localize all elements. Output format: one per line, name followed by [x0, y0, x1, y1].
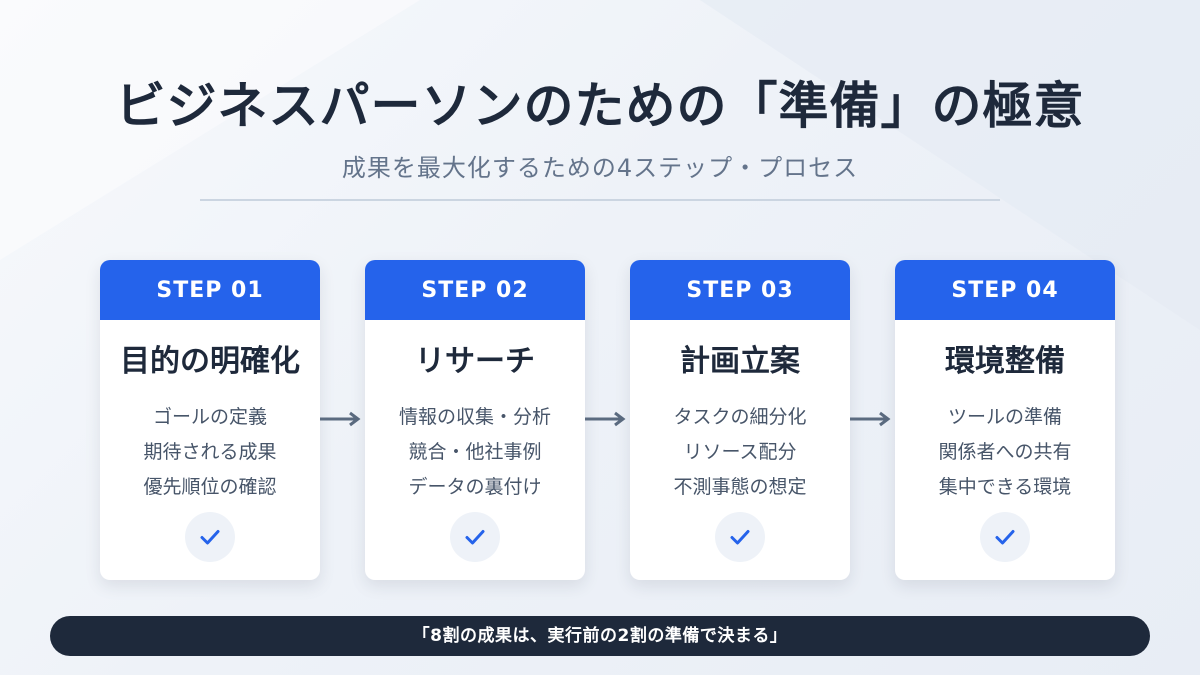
footer-quote-banner: 「8割の成果は、実行前の2割の準備で決まる」 [50, 616, 1150, 656]
step-items: ツールの準備 関係者への共有 集中できる環境 [895, 400, 1115, 505]
step-item: リソース配分 [683, 441, 797, 463]
step-item: 期待される成果 [143, 441, 277, 463]
step-item: 関係者への共有 [938, 441, 1072, 463]
step-label: STEP 03 [630, 260, 850, 320]
step-label: STEP 01 [100, 260, 320, 320]
step-title: 環境整備 [945, 344, 1065, 379]
step-item: ゴールの定義 [152, 406, 267, 428]
step-title: 計画立案 [680, 344, 800, 379]
check-badge [450, 512, 500, 562]
divider [200, 199, 1000, 201]
step-card-02: STEP 02 リサーチ 情報の収集・分析 競合・他社事例 データの裏付け [365, 260, 585, 580]
step-card-01: STEP 01 目的の明確化 ゴールの定義 期待される成果 優先順位の確認 [100, 260, 320, 580]
step-label: STEP 04 [895, 260, 1115, 320]
check-icon [995, 530, 1015, 545]
arrow-right-icon [585, 411, 626, 427]
check-icon [200, 530, 220, 545]
arrow-right-icon [320, 411, 361, 427]
step-item: 情報の収集・分析 [398, 406, 551, 428]
page-title: ビジネスパーソンのための「準備」の極意 [115, 77, 1085, 135]
step-items: 情報の収集・分析 競合・他社事例 データの裏付け [365, 400, 585, 505]
check-badge [715, 512, 765, 562]
check-icon [465, 530, 485, 545]
check-icon [730, 530, 750, 545]
step-title: リサーチ [415, 344, 535, 379]
check-badge [980, 512, 1030, 562]
step-item: 競合・他社事例 [408, 441, 542, 463]
step-item: 集中できる環境 [938, 476, 1072, 498]
arrow-right-icon [850, 411, 891, 427]
step-item: ツールの準備 [947, 406, 1062, 428]
step-item: データの裏付け [408, 476, 542, 498]
step-items: ゴールの定義 期待される成果 優先順位の確認 [100, 400, 320, 505]
step-label: STEP 02 [365, 260, 585, 320]
step-item: 優先順位の確認 [143, 476, 277, 498]
step-title: 目的の明確化 [120, 344, 300, 379]
step-items: タスクの細分化 リソース配分 不測事態の想定 [630, 400, 850, 505]
step-item: 不測事態の想定 [673, 476, 807, 498]
step-item: タスクの細分化 [673, 406, 807, 428]
check-badge [185, 512, 235, 562]
step-card-04: STEP 04 環境整備 ツールの準備 関係者への共有 集中できる環境 [895, 260, 1115, 580]
page-subtitle: 成果を最大化するための4ステップ・プロセス [341, 154, 859, 182]
step-card-03: STEP 03 計画立案 タスクの細分化 リソース配分 不測事態の想定 [630, 260, 850, 580]
